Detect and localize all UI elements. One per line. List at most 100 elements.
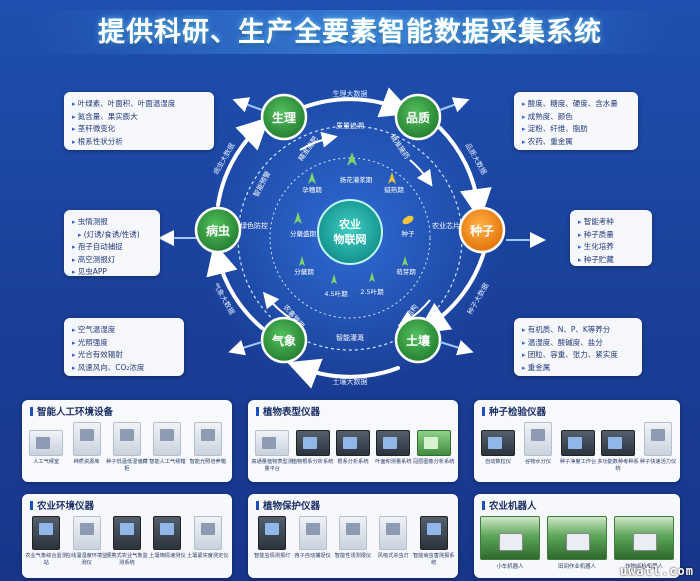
plant-icon bbox=[294, 212, 302, 224]
product-item: 根系分析系统 bbox=[333, 422, 373, 472]
product-item: 智能光照培养箱 bbox=[188, 422, 228, 472]
page-title: 提供科研、生产全要素智能数据采集系统 bbox=[98, 17, 602, 48]
card-seed-instruments: 种子检验仪器 自动数粒仪 谷物水分仪 种子净度工作台 多功能数种考种系统 种子快… bbox=[474, 400, 680, 482]
panel-item: 氮含量、果实膨大 bbox=[72, 111, 206, 124]
product-item: 自动数粒仪 bbox=[478, 422, 518, 472]
card-title: 农业环境仪器 bbox=[30, 498, 94, 512]
product-thumb bbox=[338, 516, 367, 550]
growth-stage-label: 分蘖期 bbox=[294, 267, 314, 276]
outer-ring bbox=[206, 87, 492, 389]
growth-stage-label: 孕穗期 bbox=[302, 185, 322, 194]
panel-item: 酸度、糖度、硬度、含水量 bbox=[522, 98, 630, 111]
panel-pest: 虫情测报 (灯诱/食诱/性诱) 孢子自动捕捉 高空测报灯 见虫APP bbox=[64, 210, 160, 276]
product-thumb bbox=[379, 516, 408, 550]
robot-photo bbox=[614, 516, 674, 560]
robot-item: 小车机器人 bbox=[480, 516, 540, 570]
panel-item: (灯诱/食诱/性诱) bbox=[72, 229, 152, 242]
growth-stage-label: 4.5叶期 bbox=[324, 289, 348, 298]
panel-item: 光照强度 bbox=[72, 337, 176, 350]
product-item: 农业气象综合监测站 bbox=[25, 516, 67, 566]
card-env-equipment: 智能人工环境设备 人工气候室 种质资源库 种子低温低湿储藏柜 智能人工气候箱 智… bbox=[22, 400, 232, 482]
panel-item: 风速风向、CO₂浓度 bbox=[72, 362, 176, 375]
node-weather: 气象 bbox=[260, 316, 308, 364]
growth-stage-label: 萌芽期 bbox=[396, 267, 416, 276]
product-thumb bbox=[481, 430, 515, 456]
product-thumb bbox=[72, 516, 101, 550]
panel-item: 光合有效辐射 bbox=[72, 349, 176, 362]
panel-item: 团粒、容重、张力、紧实度 bbox=[522, 349, 634, 362]
panel-item: 农药、重金属 bbox=[522, 136, 630, 149]
panel-item: 空气温湿度 bbox=[72, 324, 176, 337]
node-pest: 病虫 bbox=[194, 206, 242, 254]
panel-physiology: 叶绿素、叶面积、叶面温湿度 氮含量、果实膨大 茎秆微变化 根系性状分析 bbox=[64, 92, 214, 150]
outer-arc-right-upper bbox=[438, 126, 492, 221]
product-item: 智能虫情测报灯 bbox=[252, 516, 292, 566]
outer-arc-right-lower bbox=[416, 250, 486, 334]
node-label: 生理 bbox=[272, 110, 296, 125]
panel-weather: 空气温湿度 光照强度 光合有效辐射 风速风向、CO₂浓度 bbox=[64, 318, 184, 376]
watermark: uwatl.com bbox=[619, 564, 694, 578]
panel-item: 茎秆微变化 bbox=[72, 123, 206, 136]
product-thumb bbox=[644, 422, 672, 456]
panel-item: 叶绿素、叶面积、叶面温湿度 bbox=[72, 98, 206, 111]
product-thumb bbox=[524, 422, 552, 456]
robot-item: 田间作业机器人 bbox=[547, 516, 607, 570]
product-thumb bbox=[416, 430, 451, 456]
product-thumb bbox=[298, 516, 327, 550]
product-item: 智能病虫害测报系统 bbox=[413, 516, 455, 566]
outer-ring-label: 生理大数据 bbox=[333, 89, 368, 98]
product-thumb bbox=[112, 516, 141, 550]
product-thumb bbox=[376, 430, 411, 456]
plant-icon bbox=[388, 172, 396, 184]
panel-item: 见虫APP bbox=[72, 266, 152, 279]
panel-item: 智能考种 bbox=[578, 216, 644, 229]
product-thumb bbox=[258, 516, 287, 550]
panel-seed: 智能考种 种子质量 生化培养 种子贮藏 bbox=[570, 210, 652, 266]
panel-item: 有机质、N、P、K等养分 bbox=[522, 324, 634, 337]
product-thumb bbox=[193, 516, 222, 550]
product-thumb bbox=[601, 430, 635, 456]
panel-item: 生化培养 bbox=[578, 241, 644, 254]
panel-item: 重金属 bbox=[522, 362, 634, 375]
title-band bbox=[30, 10, 670, 54]
plant-icon bbox=[369, 272, 375, 282]
panel-item: 温湿度、酸碱度、盐分 bbox=[522, 337, 634, 350]
product-item: 智能人工气候箱 bbox=[147, 422, 187, 472]
product-item: 便携式农业气象监测系统 bbox=[106, 516, 148, 566]
panel-quality: 酸度、糖度、硬度、含水量 成熟度、颜色 淀粉、纤维、脂肪 农药、重金属 bbox=[514, 92, 638, 150]
robot-photo bbox=[547, 516, 607, 560]
node-label: 病虫 bbox=[206, 223, 230, 238]
product-item: 种子净度工作台 bbox=[558, 422, 598, 472]
robot-photo bbox=[480, 516, 540, 560]
product-item: 种质资源库 bbox=[67, 422, 107, 472]
node-label: 土壤 bbox=[406, 333, 431, 348]
product-thumb bbox=[112, 422, 141, 456]
product-item: 种子低温低湿储藏柜 bbox=[106, 422, 148, 472]
center-label-line2: 物联网 bbox=[334, 232, 367, 246]
growth-stage-label: 扬花灌浆期 bbox=[340, 175, 373, 184]
product-item: 风吸式杀虫灯 bbox=[373, 516, 413, 566]
product-item: 高通量植物表型测量平台 bbox=[251, 422, 293, 472]
iot-cycle-diagram: 农业 物联网 扬花灌浆期 孕穗期 蜡熟期 分蘖盛期 种子 分蘖期 萌芽期 4.5… bbox=[158, 87, 546, 389]
product-item: 冠层图像分析系统 bbox=[413, 422, 455, 472]
card-title: 智能人工环境设备 bbox=[30, 404, 113, 418]
robot-item: 作物巡检机器人 bbox=[614, 516, 674, 570]
plant-icon bbox=[308, 172, 316, 184]
product-thumb bbox=[419, 516, 448, 550]
plant-icons bbox=[294, 152, 414, 284]
card-title: 植物表型仪器 bbox=[256, 404, 320, 418]
card-robots: 农业机器人 小车机器人 田间作业机器人 作物巡检机器人 bbox=[474, 494, 680, 578]
inner-ring-label: 绿色防控 bbox=[240, 221, 268, 230]
panel-item: 虫情测报 bbox=[72, 216, 152, 229]
growth-stage-label: 种子 bbox=[402, 229, 416, 238]
node-label: 品质 bbox=[406, 110, 430, 125]
node-physiology: 生理 bbox=[260, 93, 308, 141]
product-item: 土壤墒情速测仪 bbox=[147, 516, 187, 566]
growth-stage-label: 2.5叶期 bbox=[360, 287, 384, 296]
panel-item: 成熟度、颜色 bbox=[522, 111, 630, 124]
product-item: 人工气候室 bbox=[26, 422, 66, 472]
growth-stage-label: 蜡熟期 bbox=[384, 185, 404, 194]
plant-icon bbox=[299, 256, 305, 266]
card-title: 种子检验仪器 bbox=[482, 404, 546, 418]
panel-soil: 有机质、N、P、K等养分 温湿度、酸碱度、盐分 团粒、容重、张力、紧实度 重金属 bbox=[514, 318, 642, 376]
